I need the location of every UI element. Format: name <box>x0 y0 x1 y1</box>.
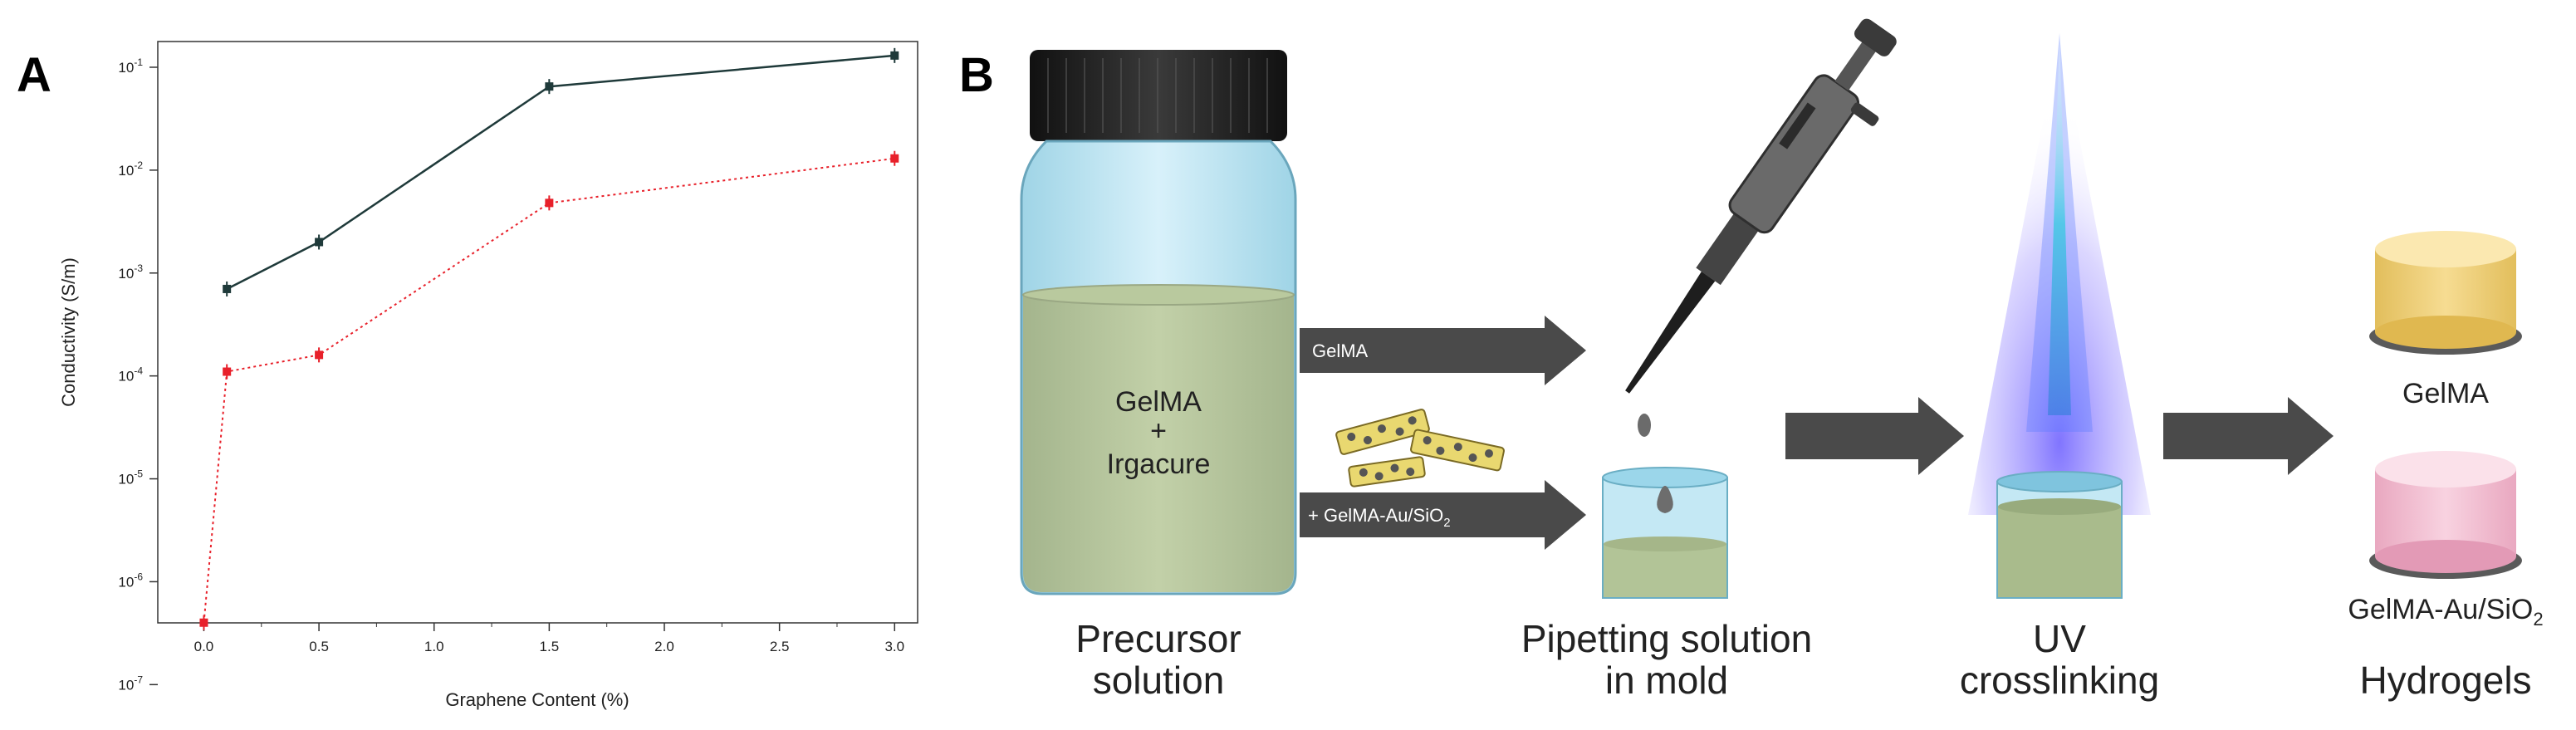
arrow-to-uv <box>1785 397 1964 475</box>
precursor-label-line2: solution <box>1093 659 1225 702</box>
y-tick-label: 10-3 <box>118 262 143 282</box>
x-tick-label: 1.0 <box>424 639 444 654</box>
precursor-label-line1: Precursor <box>1075 617 1241 660</box>
au-sio2-arrow-label: + GelMA-Au/SiO2 <box>1308 505 1451 530</box>
gelma-au-sio2-label: GelMA-Au/SiO2 <box>2348 594 2543 630</box>
series-layer <box>199 47 899 630</box>
hydrogels-label: Hydrogels <box>2359 659 2531 702</box>
mold-cup <box>1602 467 1728 599</box>
gelma-hydrogel-label: GelMA <box>2402 378 2489 409</box>
gelma-au-sio2-hydrogel <box>2369 451 2522 579</box>
jar-liquid <box>1023 287 1294 592</box>
panel-b-letter: B <box>959 48 994 102</box>
jar-text-line1: GelMA <box>1115 386 1202 418</box>
x-ticks: 0.0 0.5 1.0 1.5 2.0 2.5 3.0 <box>194 623 904 654</box>
jar-text-line2: + <box>1150 415 1167 447</box>
gelma-arrow-label: GelMA <box>1312 341 1369 361</box>
pipette <box>1625 18 1897 437</box>
series-1-line <box>226 54 895 291</box>
y-tick-label: 10-5 <box>118 468 143 487</box>
uv-label-line1: UV <box>2033 617 2086 660</box>
pipette-label-line1: Pipetting solution <box>1521 617 1812 660</box>
drop-icon <box>1638 414 1651 437</box>
uv-lamp-beam <box>1968 33 2151 515</box>
uv-label-line2: crosslinking <box>1960 659 2159 702</box>
pipette-label-line2: in mold <box>1605 659 1728 702</box>
y-tick-label: 10-2 <box>118 159 143 179</box>
x-tick-label: 0.5 <box>309 639 329 654</box>
y-tick-label: 10-6 <box>118 571 143 590</box>
uv-mold-cup <box>1996 471 2123 599</box>
y-tick-label: 10-7 <box>118 674 143 693</box>
x-tick-label: 3.0 <box>884 639 904 654</box>
y-ticks: 10-7 10-6 10-5 10-4 10-3 10-2 10-1 <box>118 56 158 693</box>
x-tick-label: 2.0 <box>654 639 674 654</box>
panel-a-letter: A <box>17 48 51 102</box>
gelma-hydrogel <box>2369 231 2522 355</box>
x-tick-label: 0.0 <box>194 639 214 654</box>
x-axis-label: Graphene Content (%) <box>445 689 629 710</box>
x-tick-label: 1.5 <box>540 639 560 654</box>
arrow-to-hydrogels <box>2163 397 2334 475</box>
series-2-line <box>203 157 895 623</box>
y-tick-label: 10-1 <box>118 56 143 76</box>
au-sio2-particles <box>1335 409 1505 487</box>
gelma-arrow: GelMA <box>1300 316 1586 385</box>
precursor-jar: GelMA + Irgacure <box>1020 50 1297 595</box>
x-tick-label: 2.5 <box>770 639 790 654</box>
jar-text-line3: Irgacure <box>1107 448 1211 480</box>
y-axis-label: Conductivity (S/m) <box>58 257 79 407</box>
plot-frame <box>157 41 918 624</box>
y-tick-label: 10-4 <box>118 365 143 385</box>
au-sio2-arrow: + GelMA-Au/SiO2 <box>1300 480 1586 550</box>
